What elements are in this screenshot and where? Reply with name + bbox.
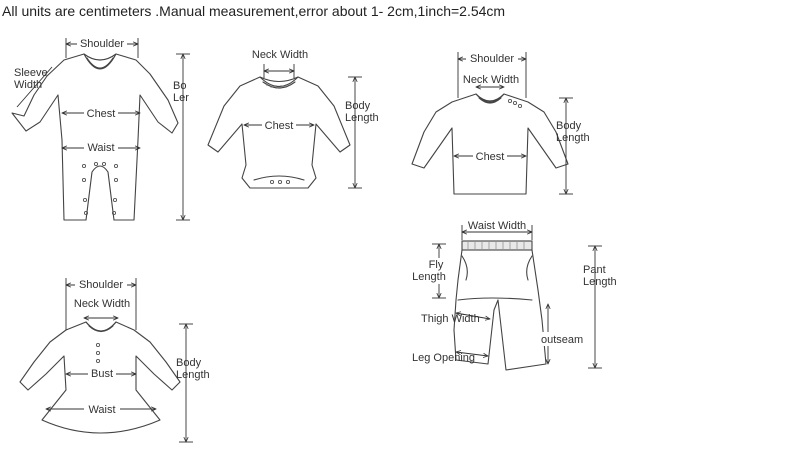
- romper-neckline: [83, 53, 117, 70]
- bodysuit-length-label-1: Body: [345, 100, 371, 112]
- romper-shoulder-label: Shoulder: [80, 38, 124, 50]
- pants-fly-label-2: Length: [412, 271, 446, 283]
- dress-length-label-1: Body: [176, 357, 202, 369]
- bodysuit-snaps: [269, 179, 291, 185]
- romper-length-label-2: Ler: [173, 92, 189, 104]
- pants-thigh-label: Thigh Width: [421, 313, 480, 325]
- bodysuit-chest-label: Chest: [265, 120, 294, 132]
- dress-neck-label: Neck Width: [74, 298, 130, 310]
- top-neck-label: Neck Width: [463, 74, 519, 86]
- pants-pockets: [461, 255, 533, 281]
- bodysuit-outline: [207, 76, 351, 189]
- pants-leg-opening-label: Leg Opening: [412, 352, 475, 364]
- bodysuit-neck-label: Neck Width: [252, 49, 308, 61]
- top-neckline: [475, 93, 505, 104]
- pants-waistband-ribs: [467, 242, 525, 249]
- top-chest-label: Chest: [476, 151, 505, 163]
- dress-buttons: [95, 342, 101, 364]
- top-shoulder-label: Shoulder: [470, 53, 514, 65]
- dress-bust-label: Bust: [91, 368, 113, 380]
- romper-length-label-1: Bo: [173, 80, 186, 92]
- romper-sleeve-guide: [16, 66, 53, 108]
- pants-rise-seam: [457, 297, 533, 301]
- bodysuit-length-label-2: Length: [345, 112, 379, 124]
- top-length-label-2: Length: [556, 132, 590, 144]
- top-outline: [411, 93, 569, 195]
- top-diagram: Shoulder Neck Width Chest Body Length: [411, 52, 590, 195]
- pants-fly-label-1: Fly: [429, 259, 444, 271]
- bodysuit-crotch-seam: [253, 175, 305, 181]
- pants-waist-label: Waist Width: [468, 220, 526, 232]
- dress-neckline: [85, 321, 117, 333]
- romper-buttons: [81, 161, 119, 216]
- top-length-label-1: Body: [556, 120, 582, 132]
- bodysuit-rib-lines: [265, 81, 292, 89]
- top-shoulder-buttons: [507, 98, 523, 109]
- pants-waistband: [461, 240, 533, 251]
- romper-waist-label: Waist: [87, 142, 114, 154]
- pants-outline: [453, 249, 547, 371]
- dress-length-label-2: Length: [176, 369, 210, 381]
- romper-chest-label: Chest: [87, 108, 116, 120]
- pants-thigh-arrow: [456, 313, 490, 319]
- pants-length-label-2: Length: [583, 276, 617, 288]
- romper-sleeve-label-1: Sleeve: [14, 67, 48, 79]
- dress-waist-label: Waist: [88, 404, 115, 416]
- romper-diagram: Shoulder Sleeve Width Chest Waist Bo Ler: [11, 37, 190, 221]
- dress-diagram: Shoulder Neck Width Bust Waist Body Leng…: [19, 278, 210, 442]
- romper-outline: [11, 53, 179, 221]
- pants-leg-opening-arrow: [456, 352, 488, 356]
- romper-sleeve-label-2: Width: [14, 79, 42, 91]
- dress-shoulder-label: Shoulder: [79, 279, 123, 291]
- measurement-note: All units are centimeters .Manual measur…: [2, 3, 506, 19]
- bodysuit-neckband: [259, 76, 299, 89]
- bodysuit-diagram: Neck Width Chest Body Length: [207, 49, 379, 189]
- pants-outseam-label: outseam: [541, 334, 583, 346]
- pants-diagram: Waist Width Fly Length Pant Length Thigh…: [412, 220, 617, 371]
- pants-length-label-1: Pant: [583, 264, 606, 276]
